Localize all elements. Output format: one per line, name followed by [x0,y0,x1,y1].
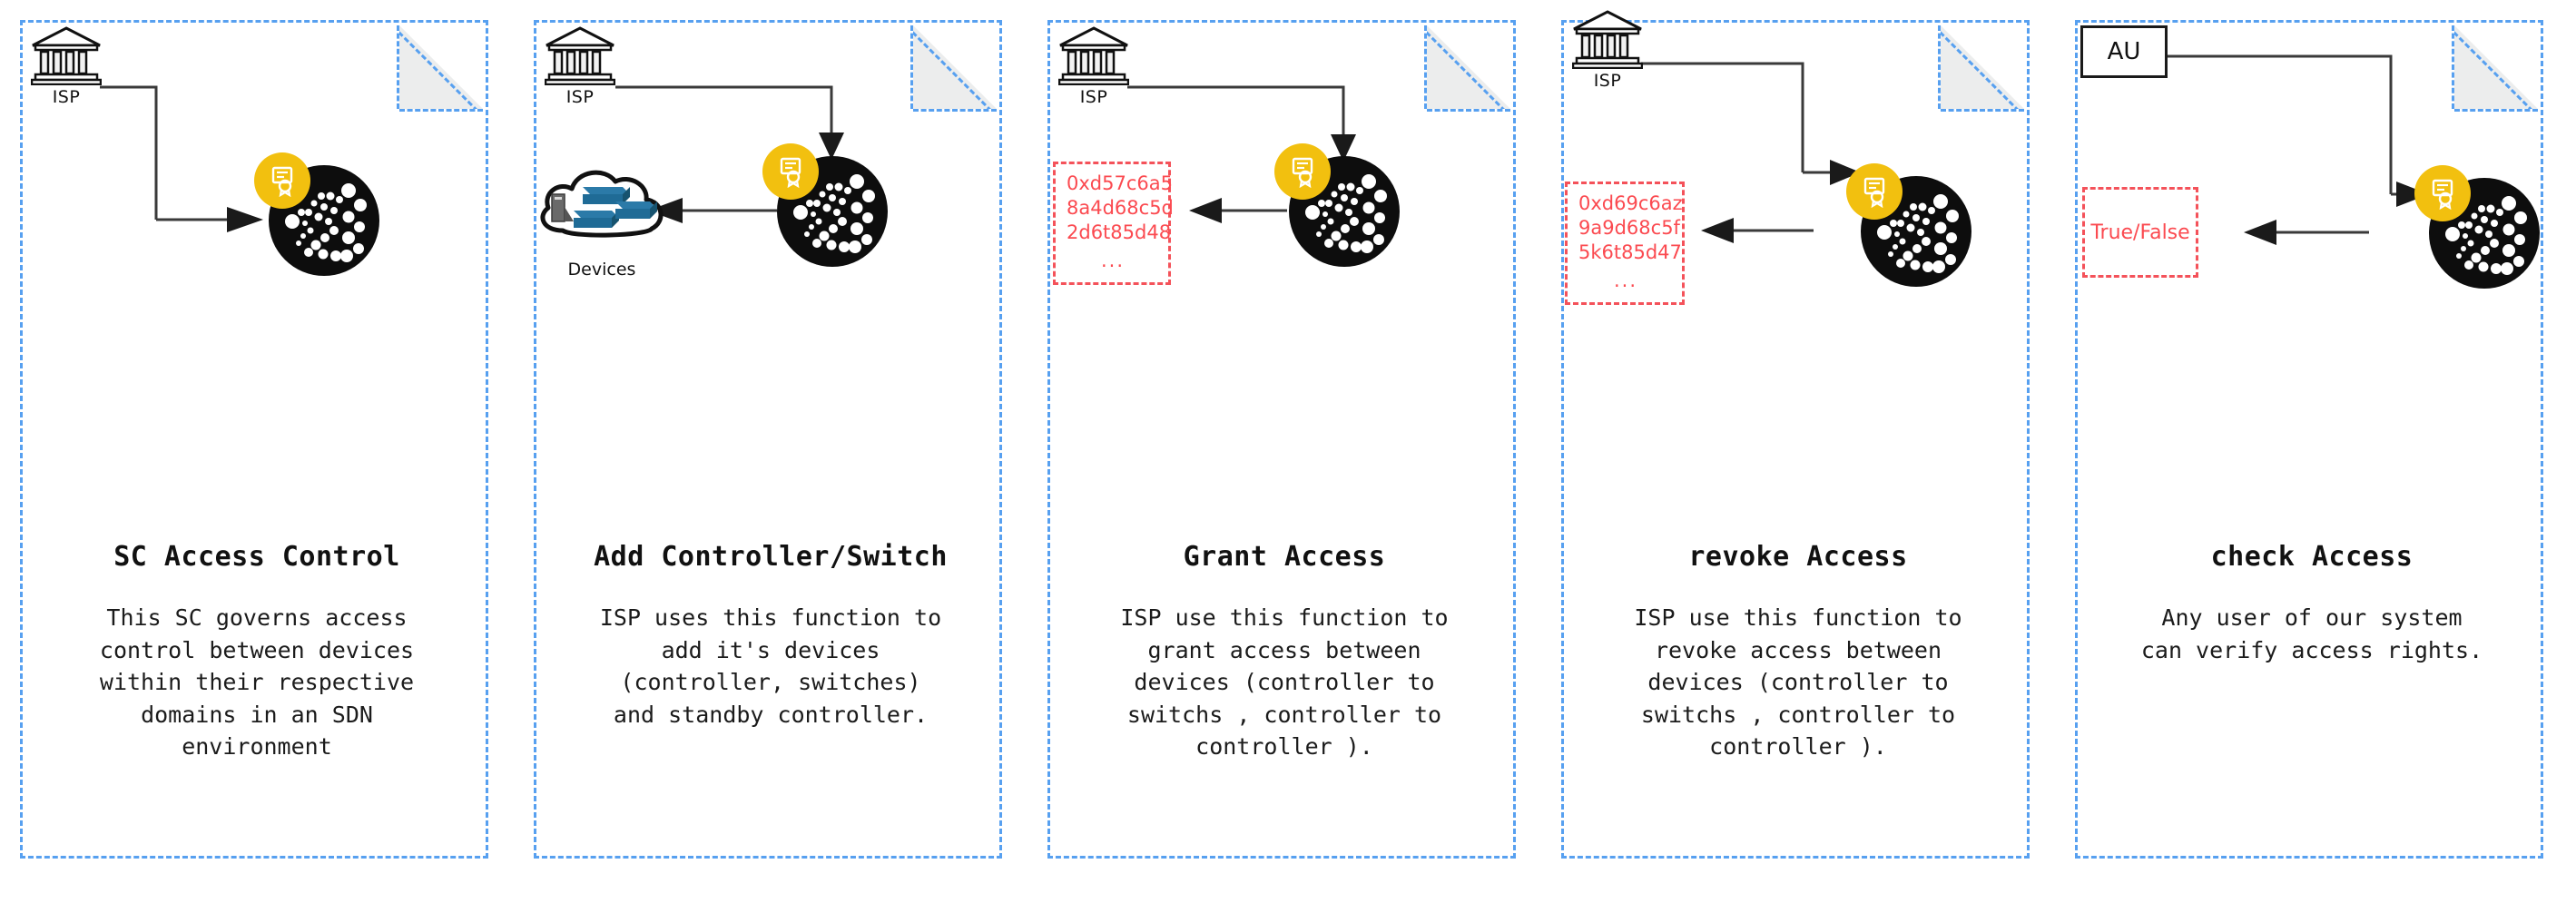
hash-ellipsis: ... [1613,269,1638,291]
certificate-badge [1274,143,1331,200]
certificate-badge [1846,163,1903,220]
card-description: ISP use this function to grant access be… [1120,604,1449,760]
hash-line: 2d6t85d48 [1067,221,1172,243]
card-description: Any user of our system can verify access… [2140,604,2483,663]
bool-label: True/False [2090,221,2190,244]
card-graphics: ISP [514,0,1027,535]
card-title: revoke Access [1688,541,1908,573]
iota-ledger-icon [1846,163,1971,287]
connector-lines [1127,85,1356,223]
isp-label: ISP [565,87,595,107]
certificate-icon [1292,157,1313,188]
card-graphics: ISP [0,0,514,535]
card-text: SC Access Control This SC governs access… [33,541,481,763]
hash-ellipsis: ... [1100,249,1126,271]
certificate-icon [780,157,801,188]
isp-label: ISP [52,87,81,107]
iota-dot-pattern [1877,194,1959,273]
isp-actor: ISP [545,25,615,107]
bank-icon [545,26,615,85]
card-revoke-access: ISP 0xd69c6az 9a9d68c5f 5k6t85d47 ... [1541,0,2055,903]
certificate-badge [762,143,819,200]
transaction-hash-box: 0xd69c6az 9a9d68c5f 5k6t85d47 ... [1565,182,1685,305]
iota-dot-pattern [2445,196,2527,275]
iota-dot-pattern [285,183,367,262]
hash-line: 0xd69c6az [1578,192,1683,214]
card-description: ISP use this function to revoke access b… [1634,604,1962,760]
card-sheet [1561,20,2030,859]
iota-dot-pattern [793,174,875,253]
card-sheet [2075,20,2543,859]
network-cloud-icon [540,170,664,238]
card-check-access: AU True/False [2055,0,2569,903]
card-text: revoke Access ISP use this function to r… [1574,541,2022,763]
devices-cloud: Devices [534,154,670,280]
iota-dot-pattern [1305,174,1387,253]
certificate-badge [2414,165,2471,221]
card-title: SC Access Control [113,541,400,573]
hash-line: 0xd57c6a5 [1067,172,1173,194]
bank-icon [31,26,102,85]
card-graphics: ISP 0xd57c6a5 8a4d68c5d 2d6t85d48 ... [1027,0,1541,535]
bank-icon [1058,26,1129,85]
isp-actor: ISP [31,25,102,107]
card-text: Add Controller/Switch ISP uses this func… [546,541,995,731]
hash-line: 9a9d68c5f [1578,216,1680,239]
iota-ledger-icon [762,143,888,267]
bank-icon [1572,10,1643,69]
hash-line: 5k6t85d47 [1578,240,1682,263]
card-description: ISP uses this function to add it's devic… [599,604,942,728]
card-sc-access-control: ISP [0,0,514,903]
connector-lines [615,85,844,223]
bool-result-box: True/False [2082,187,2198,278]
certificate-icon [2432,179,2453,210]
card-graphics: ISP 0xd69c6az 9a9d68c5f 5k6t85d47 ... [1541,0,2055,535]
card-title: Add Controller/Switch [594,541,948,573]
card-description: This SC governs access control between d… [99,604,415,760]
hash-line: 8a4d68c5d [1067,196,1174,219]
connector-lines [2168,54,2429,245]
card-title: check Access [2210,541,2414,573]
card-grant-access: ISP 0xd57c6a5 8a4d68c5d 2d6t85d48 ... [1027,0,1541,903]
transaction-hash-box: 0xd57c6a5 8a4d68c5d 2d6t85d48 ... [1053,162,1174,285]
certificate-badge [254,152,310,209]
connector-lines [1641,62,1861,243]
devices-label: Devices [567,260,636,280]
iota-ledger-icon [254,152,379,276]
card-graphics: AU True/False [2055,0,2569,535]
isp-actor: ISP [1572,9,1643,91]
certificate-icon [271,166,293,197]
any-user-box: AU [2080,25,2168,78]
isp-label: ISP [1593,71,1622,91]
au-label: AU [2107,38,2141,65]
connector-lines [100,85,263,232]
isp-actor: ISP [1058,25,1129,107]
certificate-icon [1863,177,1885,208]
card-title: Grant Access [1183,541,1386,573]
card-add-controller-switch: ISP [514,0,1027,903]
iota-ledger-icon [2414,165,2540,289]
iota-ledger-icon [1274,143,1400,267]
isp-label: ISP [1079,87,1108,107]
card-text: check Access Any user of our system can … [2088,541,2536,666]
card-text: Grant Access ISP use this function to gr… [1060,541,1509,763]
